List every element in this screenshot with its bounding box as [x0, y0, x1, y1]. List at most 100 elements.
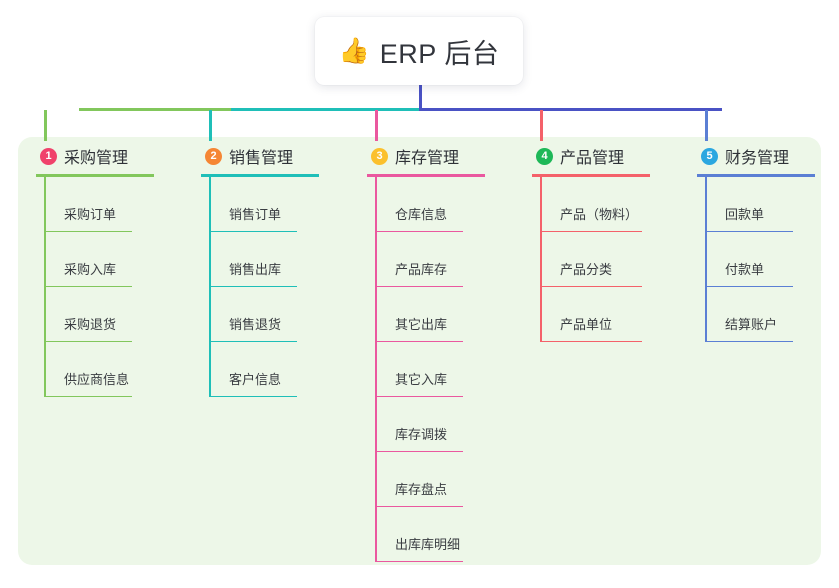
leaf-node[interactable]: 出库库明细: [367, 507, 485, 562]
branch-header-5[interactable]: 5 财务管理: [697, 141, 815, 171]
leaf-node-rule: [209, 395, 297, 397]
branch-items: 产品（物料） 产品分类产品单位: [532, 177, 650, 342]
leaf-node-label: 其它出库: [395, 317, 448, 332]
leaf-node[interactable]: 付款单: [697, 232, 815, 287]
leaf-node-rule: [44, 395, 132, 397]
leaf-node-rule: [540, 230, 642, 232]
leaf-node[interactable]: 结算账户: [697, 287, 815, 342]
branch-spine: [705, 177, 707, 342]
leaf-node-rule: [375, 340, 463, 342]
branch-header-rule: [36, 174, 154, 177]
leaf-node-rule: [375, 450, 463, 452]
leaf-node[interactable]: 产品（物料）: [532, 177, 650, 232]
branch-title: 销售管理: [229, 150, 294, 167]
leaf-node-rule: [375, 505, 463, 507]
leaf-node-label: 销售出库: [229, 262, 282, 277]
thumbs-up-icon: 👍: [338, 36, 370, 65]
leaf-node-label: 采购退货: [64, 317, 117, 332]
leaf-node-rule: [375, 285, 463, 287]
branch-column-5: 5 财务管理回款单付款单结算账户: [697, 141, 815, 342]
branch-header-4[interactable]: 4 产品管理: [532, 141, 650, 171]
branch-title: 库存管理: [395, 150, 460, 167]
leaf-node-rule: [44, 340, 132, 342]
branch-spine: [375, 177, 377, 562]
leaf-node-label: 产品（物料）: [560, 207, 639, 222]
leaf-node-rule: [375, 395, 463, 397]
leaf-node[interactable]: 客户信息: [201, 342, 319, 397]
leaf-node[interactable]: 库存盘点: [367, 452, 485, 507]
leaf-node[interactable]: 产品单位: [532, 287, 650, 342]
leaf-node[interactable]: 产品分类: [532, 232, 650, 287]
branch-header-1[interactable]: 1 采购管理: [36, 141, 154, 171]
leaf-node-label: 采购入库: [64, 262, 117, 277]
leaf-node-label: 客户信息: [229, 372, 282, 387]
branch-spine: [540, 177, 542, 342]
leaf-node-label: 库存盘点: [395, 482, 448, 497]
leaf-node[interactable]: 仓库信息: [367, 177, 485, 232]
leaf-node[interactable]: 采购退货: [36, 287, 154, 342]
branch-column-4: 4 产品管理产品（物料） 产品分类产品单位: [532, 141, 650, 342]
leaf-node-rule: [44, 230, 132, 232]
branch-spine: [44, 177, 46, 397]
leaf-node[interactable]: 采购订单: [36, 177, 154, 232]
branch-column-3: 3 库存管理仓库信息产品库存其它出库其它入库库存调拨库存盘点出库库明细: [367, 141, 485, 562]
branch-drop-connector-2: [209, 110, 212, 141]
leaf-node[interactable]: 产品库存: [367, 232, 485, 287]
leaf-node[interactable]: 销售出库: [201, 232, 319, 287]
leaf-node-rule: [375, 560, 463, 562]
branch-header-rule: [367, 174, 485, 177]
branch-drop-connector-5: [705, 110, 708, 141]
branch-title: 财务管理: [725, 150, 790, 167]
leaf-node-label: 结算账户: [725, 317, 778, 332]
leaf-node-rule: [44, 285, 132, 287]
branch-column-1: 1 采购管理采购订单采购入库采购退货供应商信息: [36, 141, 154, 397]
leaf-node[interactable]: 其它入库: [367, 342, 485, 397]
leaf-node-label: 销售退货: [229, 317, 282, 332]
leaf-node-label: 销售订单: [229, 207, 282, 222]
leaf-node-rule: [705, 285, 793, 287]
leaf-node[interactable]: 回款单: [697, 177, 815, 232]
branch-items: 回款单付款单结算账户: [697, 177, 815, 342]
root-node-title: ERP 后台: [379, 38, 500, 69]
leaf-node-label: 采购订单: [64, 207, 117, 222]
leaf-node[interactable]: 销售订单: [201, 177, 319, 232]
leaf-node-rule: [209, 285, 297, 287]
leaf-node[interactable]: 供应商信息: [36, 342, 154, 397]
leaf-node-rule: [375, 230, 463, 232]
branch-items: 采购订单采购入库采购退货供应商信息: [36, 177, 154, 397]
branch-number-badge: 5: [701, 147, 718, 165]
leaf-node[interactable]: 其它出库: [367, 287, 485, 342]
branch-title: 采购管理: [64, 150, 129, 167]
leaf-node-label: 产品分类: [560, 262, 613, 277]
branch-drop-connector-4: [540, 110, 543, 141]
leaf-node-label: 库存调拨: [395, 427, 448, 442]
leaf-node-label: 产品库存: [395, 262, 448, 277]
branch-title: 产品管理: [560, 150, 625, 167]
leaf-node-label: 供应商信息: [64, 372, 130, 387]
trunk-segment-2: [231, 108, 421, 111]
branch-header-rule: [201, 174, 319, 177]
branch-number-badge: 1: [40, 147, 57, 165]
branch-header-3[interactable]: 3 库存管理: [367, 141, 485, 171]
branch-items: 仓库信息产品库存其它出库其它入库库存调拨库存盘点出库库明细: [367, 177, 485, 562]
branch-number-badge: 4: [536, 147, 553, 165]
branch-items: 销售订单销售出库销售退货客户信息: [201, 177, 319, 397]
trunk-segment-3: [419, 108, 722, 111]
branch-number-badge: 3: [371, 147, 388, 165]
leaf-node-rule: [209, 340, 297, 342]
branch-spine: [209, 177, 211, 397]
root-node[interactable]: 👍 ERP 后台: [315, 17, 523, 85]
leaf-node[interactable]: 销售退货: [201, 287, 319, 342]
leaf-node-rule: [209, 230, 297, 232]
leaf-node-label: 仓库信息: [395, 207, 448, 222]
diagram-panel: [18, 137, 821, 565]
leaf-node-rule: [705, 340, 793, 342]
leaf-node-rule: [540, 285, 642, 287]
leaf-node[interactable]: 采购入库: [36, 232, 154, 287]
leaf-node-label: 回款单: [725, 207, 765, 222]
leaf-node-rule: [540, 340, 642, 342]
leaf-node[interactable]: 库存调拨: [367, 397, 485, 452]
